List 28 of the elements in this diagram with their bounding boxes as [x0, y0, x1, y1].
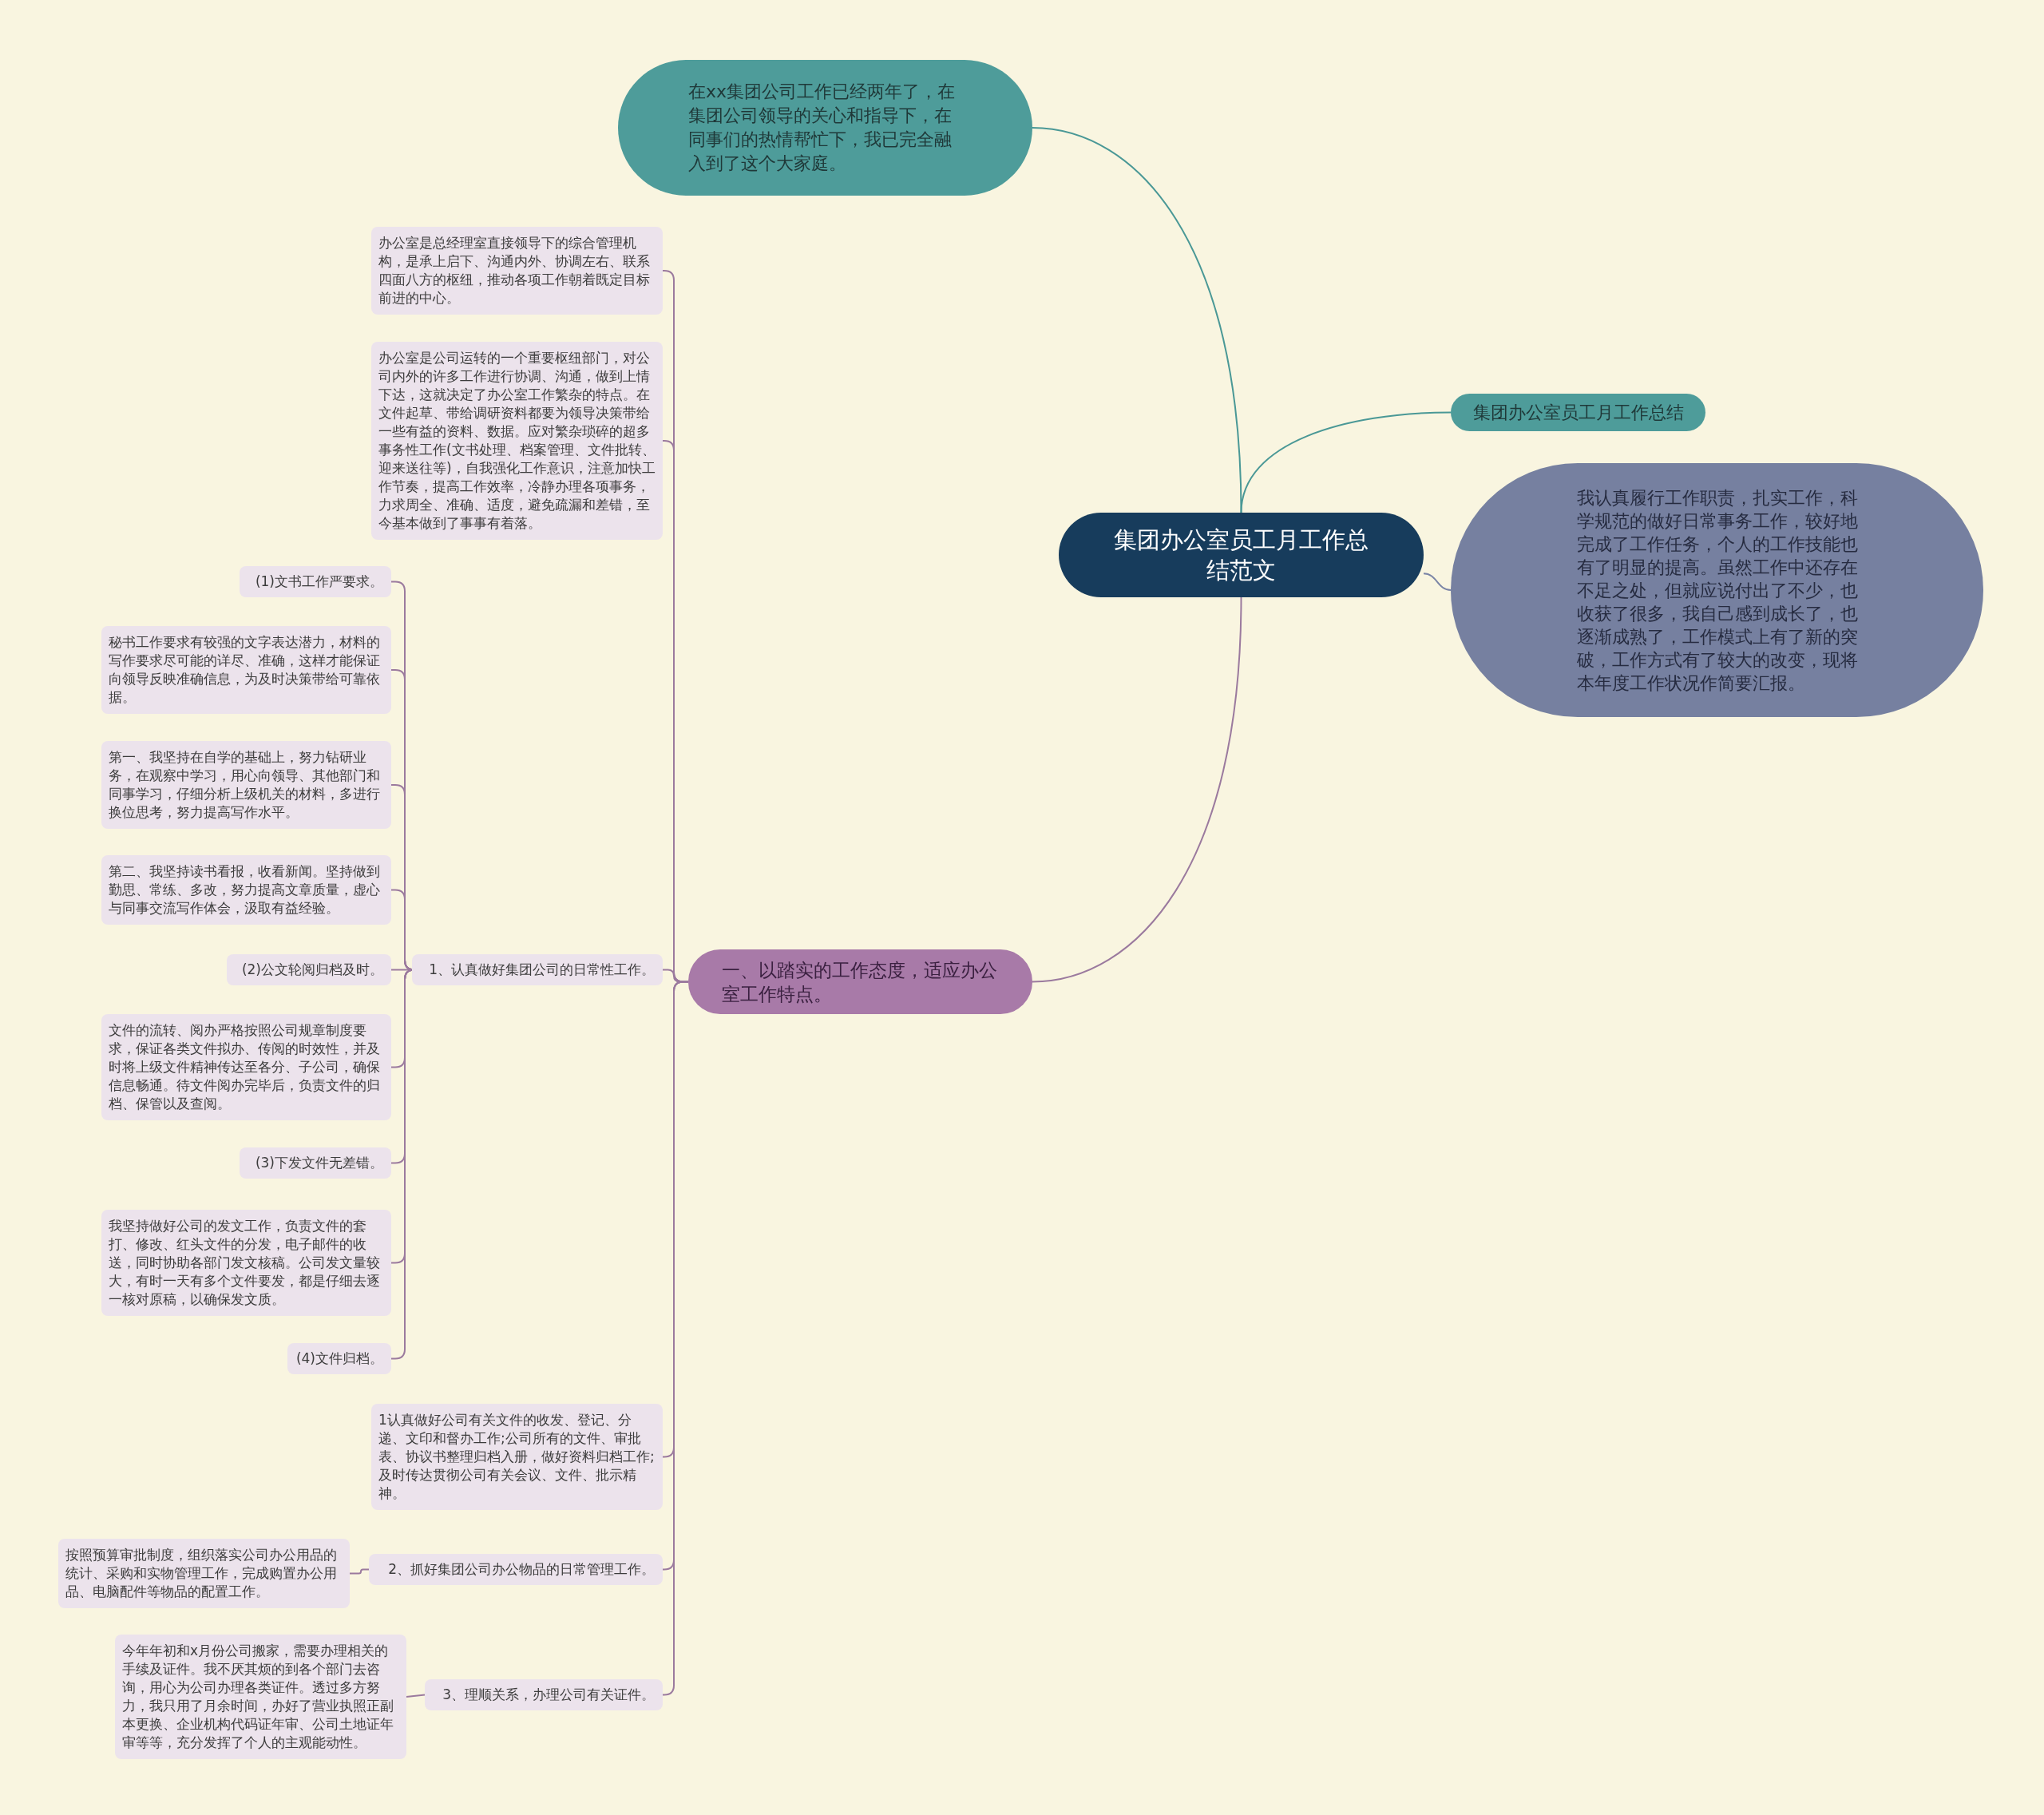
- note-box: 秘书工作要求有较强的文字表达潜力，材料的写作要求尽可能的详尽、准确，这样才能保证向领导反映准确信息，为及时决策带给可靠依据。: [101, 626, 391, 714]
- subtopic-box: (2)公文轮阅归档及时。: [227, 954, 391, 985]
- connector-line: [1032, 127, 1242, 513]
- topic-bubble: 在xx集团公司工作已经两年了，在集团公司领导的关心和指导下，在同事们的热情帮忙下，我已完全融入到了这个大家庭。: [618, 60, 1032, 196]
- connector-line: [1032, 596, 1242, 983]
- subtopic-box: 1、认真做好集团公司的日常性工作。: [412, 954, 663, 985]
- note-box: 按照预算审批制度，组织落实公司办公用品的统计、采购和实物管理工作，完成购置办公用品、电脑配件等物品的配置工作。: [58, 1539, 350, 1608]
- note-box: 今年年初和x月份公司搬家，需要办理相关的手续及证件。我不厌其烦的到各个部门去咨询，用心为公司办理各类证件。透过多方努力，我只用了月余时间，办好了营业执照正副本更换、企业机构代码证年审、公司土地证年审等等，充分发挥了个人的主观能动性。: [115, 1635, 406, 1759]
- note-box: 第二、我坚持读书看报，收看新闻。坚持做到勤思、常练、多改，努力提高文章质量，虚心与同事交流写作体会，汲取有益经验。: [101, 855, 391, 925]
- subtopic-box: (1)文书工作严要求。: [240, 566, 391, 597]
- topic-bubble: 集团办公室员工月工作总结: [1451, 394, 1705, 431]
- central-topic: 集团办公室员工月工作总结范文: [1059, 513, 1424, 597]
- topic-bubble: 一、以踏实的工作态度，适应办公室工作特点。: [688, 949, 1032, 1014]
- subtopic-box: 2、抓好集团公司办公物品的日常管理工作。: [369, 1554, 663, 1585]
- subtopic-box: 3、理顺关系，办理公司有关证件。: [425, 1679, 663, 1710]
- connector-line: [406, 1694, 426, 1698]
- note-box: 办公室是总经理室直接领导下的综合管理机构，是承上启下、沟通内外、协调左右、联系四面八方的枢纽，推动各项工作朝着既定目标前进的中心。: [371, 227, 663, 315]
- connector-line: [349, 1568, 370, 1575]
- note-box: 文件的流转、阅办严格按照公司规章制度要求，保证各类文件拟办、传阅的时效性，并及时将上级文件精神传达至各分、子公司，确保信息畅通。待文件阅办完毕后，负责文件的归档、保管以及查阅。: [101, 1014, 391, 1120]
- subtopic-box: (3)下发文件无差错。: [240, 1147, 391, 1179]
- note-box: 办公室是公司运转的一个重要枢纽部门，对公司内外的许多工作进行协调、沟通，做到上情下达，这就决定了办公室工作繁杂的特点。在文件起草、带给调研资料都要为领导决策带给一些有益的资料、数据。应对繁杂琐碎的超多事务性工作(文书处理、档案管理、文件批转、迎来送往等)，自我强化工作意识，注意加快工作节奏，提高工作效率，冷静办理各项事务，力求周全、准确、适度，避免疏漏和差错，至今基本做到了事事有着落。: [371, 342, 663, 540]
- note-box: 1认真做好公司有关文件的收发、登记、分递、文印和督办工作;公司所有的文件、审批表、协议书整理归档入册，做好资料归档工作;及时传达贯彻公司有关会议、文件、批示精神。: [371, 1404, 663, 1510]
- connector-line: [1423, 573, 1452, 591]
- topic-bubble: 我认真履行工作职责，扎实工作，科学规范的做好日常事务工作，较好地完成了工作任务，个人的工作技能也有了明显的提高。虽然工作中还存在不足之处，但就应说付出了不少，也收获了很多，我自己感到成长了，也逐渐成熟了，工作模式上有了新的突破，工作方式有了较大的改变，现将本年度工作状况作简要汇报。: [1451, 463, 1983, 717]
- note-box: 第一、我坚持在自学的基础上，努力钻研业务，在观察中学习，用心向领导、其他部门和同事学习，仔细分析上级机关的材料，多进行换位思考，努力提高写作水平。: [101, 741, 391, 829]
- connector-line: [1240, 411, 1452, 513]
- subtopic-box: (4)文件归档。: [287, 1343, 391, 1374]
- note-box: 我坚持做好公司的发文工作，负责文件的套打、修改、红头文件的分发，电子邮件的收送，同时协助各部门发文核稿。公司发文量较大，有时一天有多个文件要发，都是仔细去逐一核对原稿，以确保发文质。: [101, 1210, 391, 1316]
